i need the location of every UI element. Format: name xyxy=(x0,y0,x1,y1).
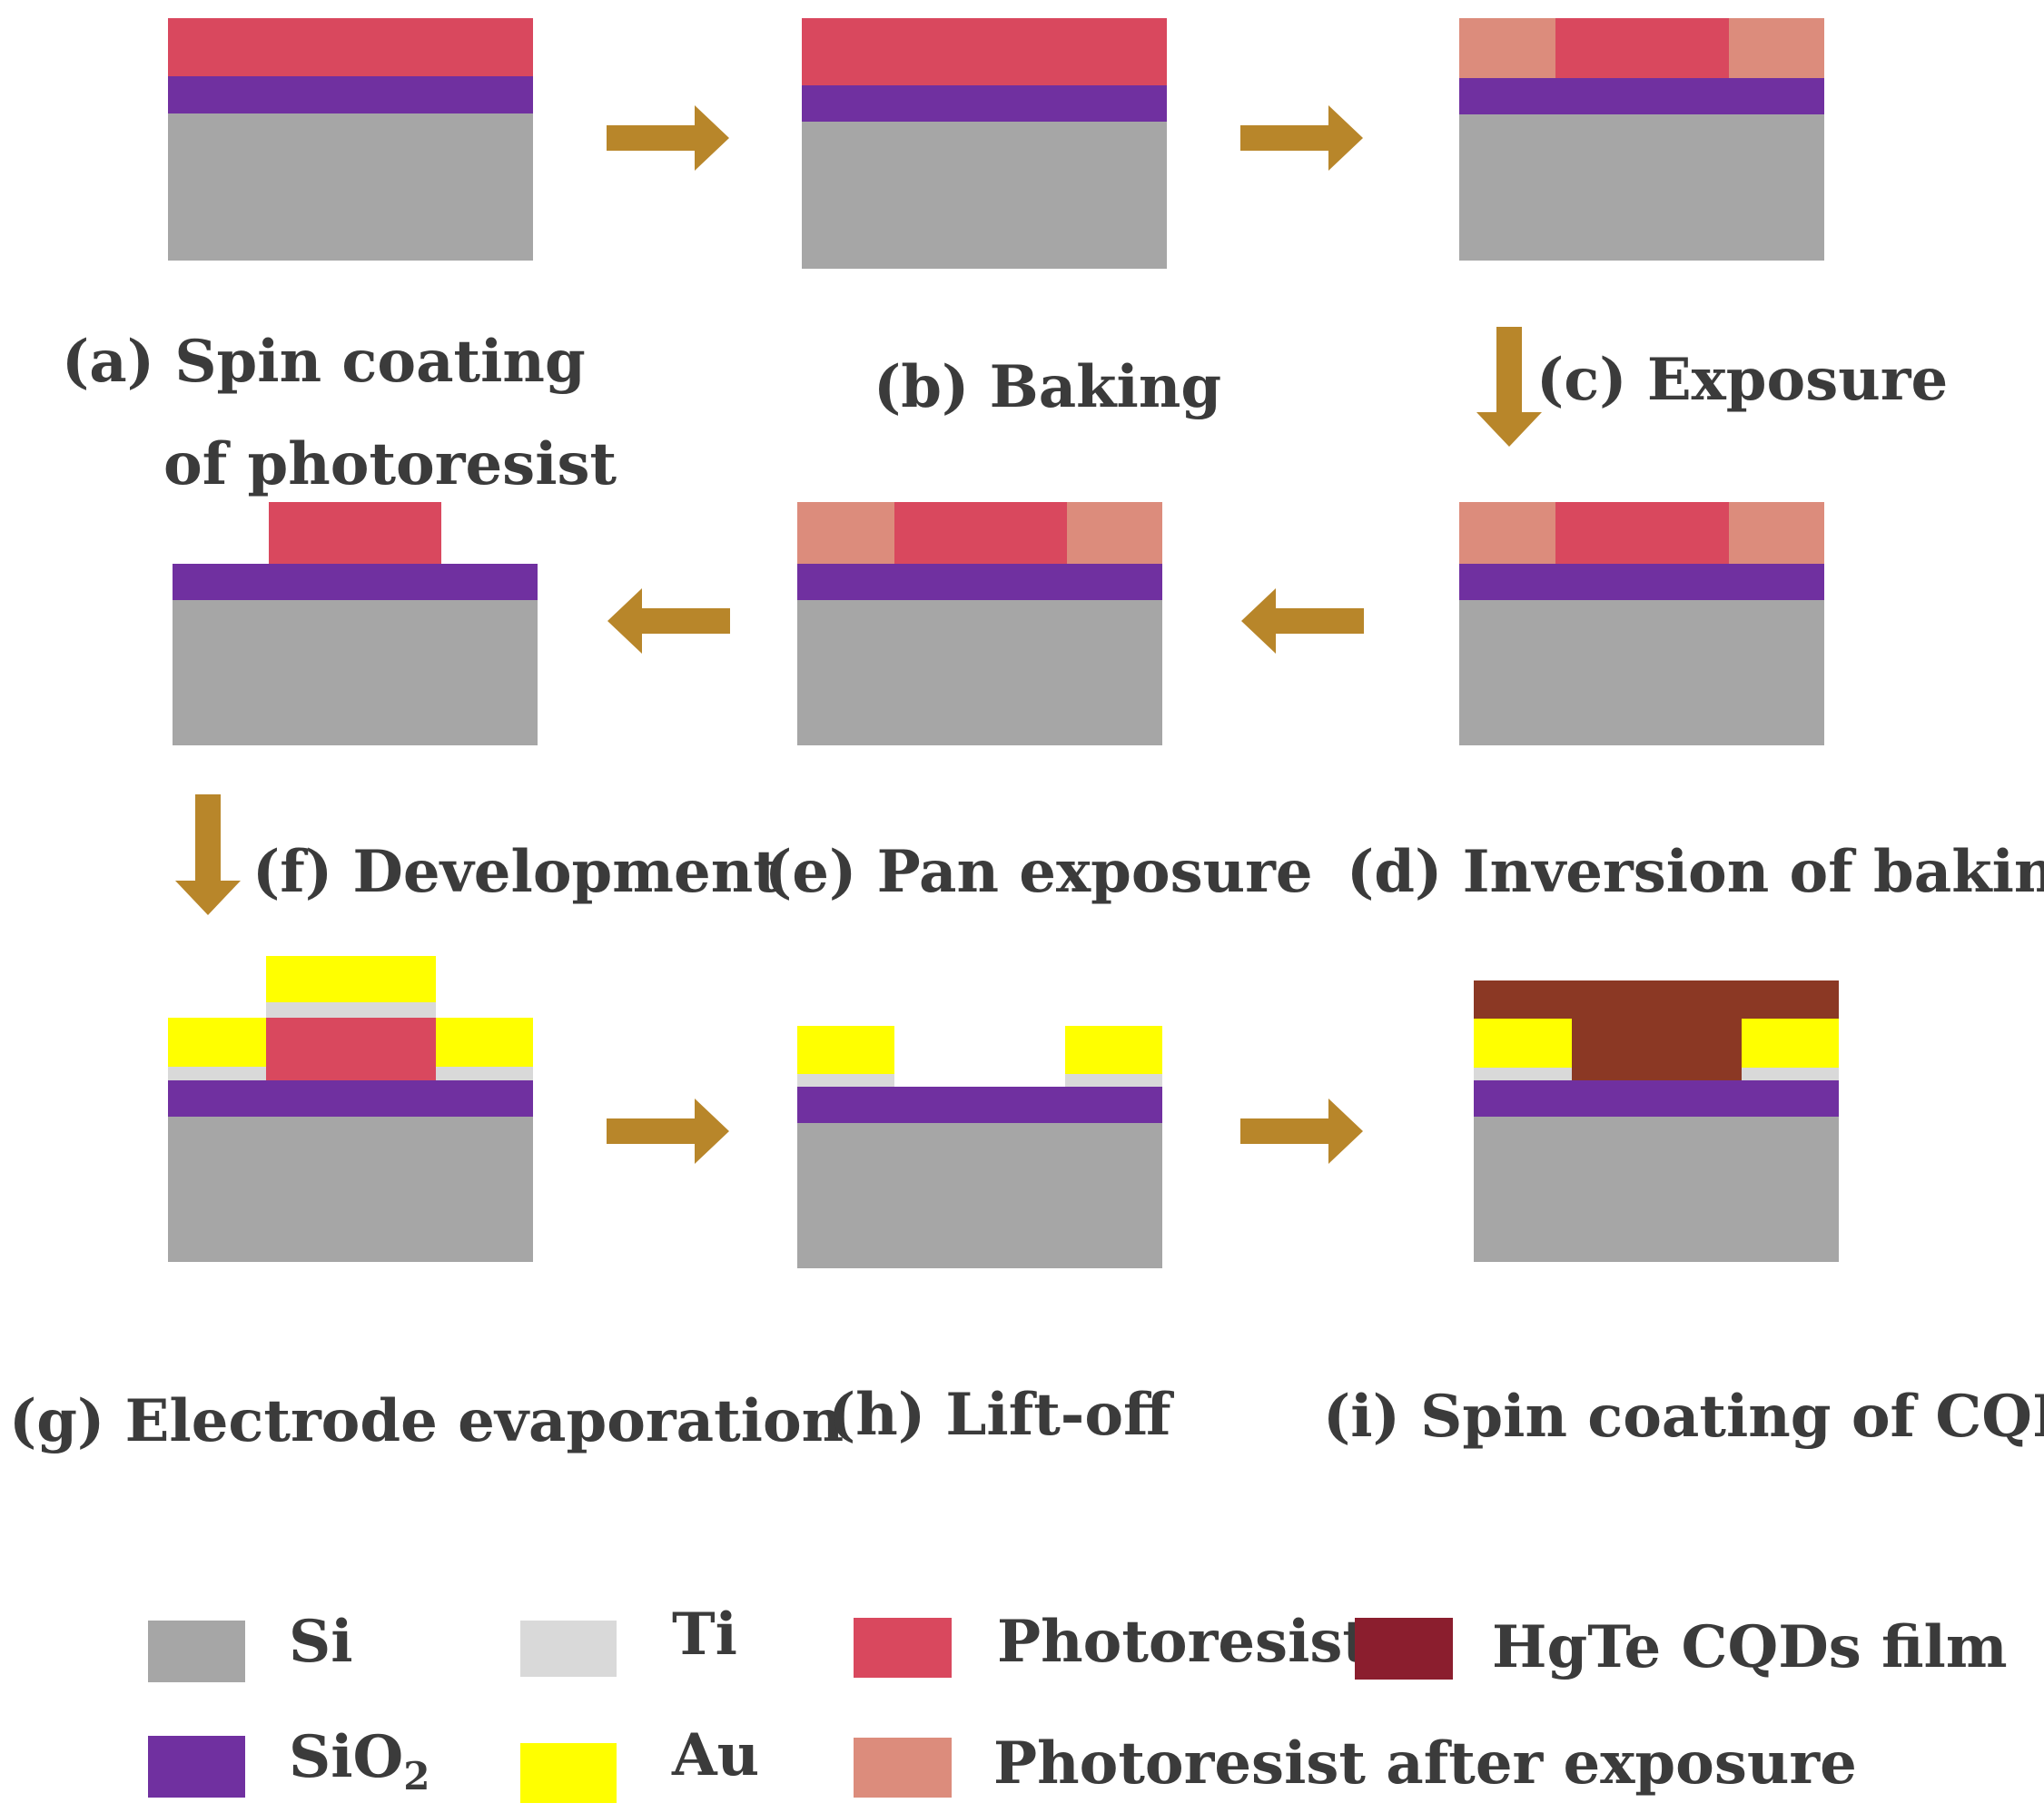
legend-swatch-au xyxy=(520,1743,617,1803)
step-e-cross-section xyxy=(797,502,1162,745)
photoresist-layer xyxy=(168,18,533,76)
si-substrate xyxy=(797,1123,1162,1268)
arrow-down-icon xyxy=(1476,327,1542,447)
legend-label-ti: Ti xyxy=(672,1601,737,1669)
photoresist-pillar xyxy=(266,1018,436,1080)
si-substrate xyxy=(797,600,1162,745)
step-label-f: (f) Development xyxy=(252,838,780,906)
sio2-layer xyxy=(1474,1080,1839,1117)
si-substrate xyxy=(1459,600,1824,745)
ti-left xyxy=(1474,1068,1572,1080)
exposed-photoresist-right xyxy=(1729,18,1824,78)
ti-left xyxy=(797,1074,894,1087)
legend-label-sio2-subscript: 2 xyxy=(403,1754,430,1798)
photoresist-layer xyxy=(802,18,1167,85)
step-label-h: (h) Lift-off xyxy=(828,1381,1174,1449)
sio2-layer xyxy=(1459,78,1824,114)
au-right xyxy=(1742,1019,1839,1068)
photoresist-center xyxy=(1555,502,1729,564)
legend-swatch-photoresist-exposed xyxy=(854,1738,952,1798)
au-right xyxy=(1065,1026,1162,1074)
exposed-photoresist-left xyxy=(797,502,894,564)
si-substrate xyxy=(1459,114,1824,261)
step-label-e: (e) Pan exposure xyxy=(765,838,1313,906)
legend-swatch-si xyxy=(148,1621,245,1682)
step-a-cross-section xyxy=(168,18,533,261)
arrow-right-icon xyxy=(1240,1099,1363,1164)
legend-label-photoresist-exposed: Photoresist after exposure xyxy=(993,1729,1857,1798)
sio2-layer xyxy=(797,564,1162,600)
legend-swatch-ti xyxy=(520,1621,617,1677)
sio2-layer xyxy=(797,1087,1162,1123)
sio2-layer xyxy=(802,85,1167,122)
photoresist-center xyxy=(894,502,1067,564)
au-left xyxy=(797,1026,894,1074)
step-i-cross-section xyxy=(1474,980,1839,1262)
ti-right xyxy=(1742,1068,1839,1080)
legend-label-sio2-base: SiO xyxy=(289,1723,403,1791)
au-left xyxy=(1474,1019,1572,1068)
si-substrate xyxy=(173,600,538,745)
step-label-a-line1: (a) Spin coating xyxy=(62,328,586,396)
step-labels: (a) Spin coating of photoresist (b) Baki… xyxy=(9,328,2044,1455)
step-label-c: (c) Exposure xyxy=(1536,346,1948,414)
exposed-photoresist-left xyxy=(1459,502,1555,564)
arrow-right-icon xyxy=(607,1099,729,1164)
exposed-photoresist-left xyxy=(1459,18,1555,78)
ti-right xyxy=(436,1067,533,1080)
si-substrate xyxy=(802,122,1167,269)
legend-label-sio2: SiO2 xyxy=(289,1723,430,1798)
au-left xyxy=(168,1018,266,1067)
process-arrows xyxy=(175,105,1542,1164)
exposed-photoresist-right xyxy=(1729,502,1824,564)
photoresist-pillar xyxy=(269,502,441,564)
sio2-layer xyxy=(168,1080,533,1117)
step-g-cross-section xyxy=(168,956,533,1262)
step-label-a-line2: of photoresist xyxy=(163,430,617,498)
photoresist-center xyxy=(1555,18,1729,78)
exposed-photoresist-right xyxy=(1067,502,1162,564)
sio2-layer xyxy=(168,76,533,113)
legend-swatch-photoresist xyxy=(854,1618,952,1678)
step-label-g: (g) Electrode evaporation xyxy=(9,1387,844,1455)
legend-label-au: Au xyxy=(671,1721,759,1789)
step-h-cross-section xyxy=(797,1026,1162,1268)
ti-right xyxy=(1065,1074,1162,1087)
step-b-cross-section xyxy=(802,18,1167,269)
sio2-layer xyxy=(173,564,538,600)
step-f-cross-section xyxy=(173,502,538,745)
arrow-down-icon xyxy=(175,794,241,915)
ti-left xyxy=(168,1067,266,1080)
step-c-cross-section xyxy=(1459,18,1824,261)
step-d-cross-section xyxy=(1459,502,1824,745)
legend-label-photoresist: Photoresist xyxy=(997,1608,1369,1676)
arrow-right-icon xyxy=(607,105,729,171)
si-substrate xyxy=(168,1117,533,1262)
legend-swatch-cqd-film xyxy=(1355,1618,1453,1680)
si-substrate xyxy=(1474,1117,1839,1262)
legend-label-cqd-film: HgTe CQDs film xyxy=(1492,1613,2008,1681)
au-right xyxy=(436,1018,533,1067)
legend: Si SiO2 Ti Au Photoresist Photoresist af… xyxy=(148,1601,2008,1803)
step-label-i: (i) Spin coating of CQDs xyxy=(1323,1383,2044,1451)
arrow-left-icon xyxy=(607,588,730,654)
step-label-d: (d) Inversion of baking xyxy=(1347,838,2044,906)
arrow-left-icon xyxy=(1241,588,1364,654)
au-top xyxy=(266,956,436,1002)
legend-label-si: Si xyxy=(289,1608,353,1676)
step-label-b: (b) Baking xyxy=(874,353,1221,421)
si-substrate xyxy=(168,113,533,261)
sio2-layer xyxy=(1459,564,1824,600)
ti-top xyxy=(266,1002,436,1018)
legend-swatch-sio2 xyxy=(148,1736,245,1798)
arrow-right-icon xyxy=(1240,105,1363,171)
